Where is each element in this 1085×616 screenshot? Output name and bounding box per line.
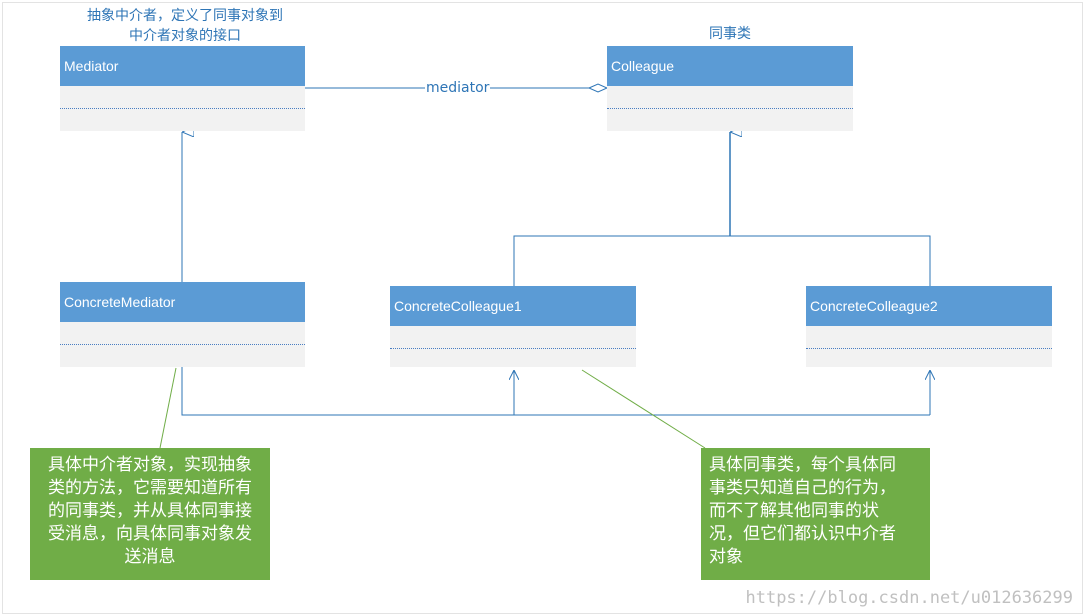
note-concrete-mediator-line: 受消息，向具体同事对象发 <box>48 524 252 544</box>
colleague-caption: 同事类 <box>709 26 751 42</box>
class-concrete-colleague1[interactable]: ConcreteColleague1 <box>390 286 636 367</box>
class-colleague-name: Colleague <box>607 46 853 86</box>
note-concrete-mediator-line: 的同事类，并从具体同事接 <box>48 501 252 521</box>
class-concrete-mediator-operations <box>60 345 305 367</box>
note-concrete-colleague-line: 对象 <box>709 547 743 567</box>
class-concrete-colleague2-name: ConcreteColleague2 <box>806 286 1052 326</box>
association-label: mediator <box>425 80 491 96</box>
note-concrete-colleague-line: 而不了解其他同事的状 <box>709 501 879 521</box>
dependency-bus-line <box>181 367 930 416</box>
note-concrete-mediator: 具体中介者对象，实现抽象 类的方法，它需要知道所有 的同事类，并从具体同事接 受… <box>30 448 270 580</box>
class-concrete-colleague2-operations <box>806 348 1052 367</box>
class-colleague-operations <box>607 109 853 131</box>
class-concrete-mediator-attributes <box>60 322 305 345</box>
class-concrete-colleague1-name: ConcreteColleague1 <box>390 286 636 326</box>
mediator-caption: 抽象中介者，定义了同事对象到 中介者对象的接口 <box>60 6 310 46</box>
class-mediator[interactable]: Mediator <box>60 46 305 131</box>
class-concrete-colleague2-attributes <box>806 326 1052 348</box>
class-colleague-attributes <box>607 86 853 109</box>
watermark: https://blog.csdn.net/u012636299 <box>745 588 1073 608</box>
note-concrete-mediator-line: 送消息 <box>124 547 176 567</box>
generalization-colleague1-line <box>513 235 931 286</box>
class-colleague[interactable]: Colleague <box>607 46 853 131</box>
aggregation-diamond <box>587 83 609 93</box>
note-concrete-mediator-line: 类的方法，它需要知道所有 <box>48 478 252 498</box>
class-concrete-mediator[interactable]: ConcreteMediator <box>60 282 305 367</box>
class-mediator-attributes <box>60 86 305 109</box>
note-concrete-colleague-line: 具体同事类，每个具体同 <box>709 455 896 475</box>
class-concrete-mediator-name: ConcreteMediator <box>60 282 305 322</box>
class-mediator-name: Mediator <box>60 46 305 86</box>
class-concrete-colleague2[interactable]: ConcreteColleague2 <box>806 286 1052 367</box>
mediator-caption-line1: 抽象中介者，定义了同事对象到 <box>87 8 283 24</box>
class-mediator-operations <box>60 109 305 131</box>
mediator-caption-line2: 中介者对象的接口 <box>129 28 241 44</box>
class-concrete-colleague1-attributes <box>390 326 636 348</box>
note-connector-colleague <box>581 369 706 449</box>
note-concrete-colleague-line: 事类只知道自己的行为， <box>709 478 896 498</box>
note-concrete-colleague-line: 况，但它们都认识中介者 <box>709 524 896 544</box>
note-concrete-mediator-line: 具体中介者对象，实现抽象 <box>48 455 252 475</box>
note-concrete-colleague: 具体同事类，每个具体同 事类只知道自己的行为， 而不了解其他同事的状 况，但它们… <box>701 448 930 580</box>
class-concrete-colleague1-operations <box>390 348 636 367</box>
note-connector-mediator <box>159 367 177 449</box>
